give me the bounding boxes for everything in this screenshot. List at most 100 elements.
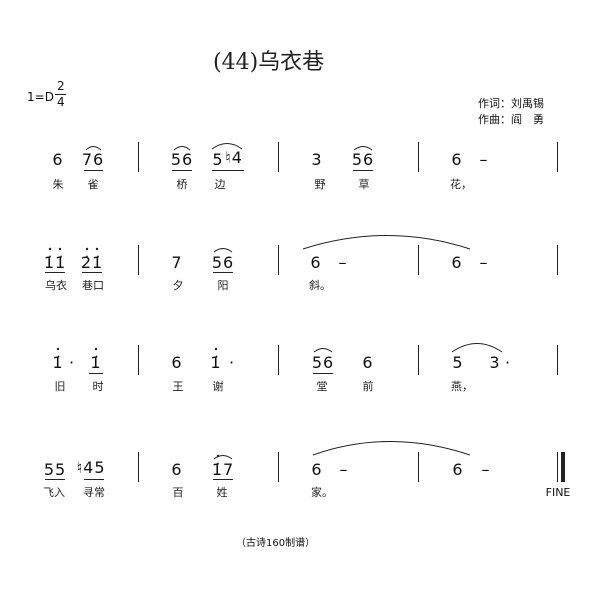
note: 1̇1̇ [43, 253, 67, 272]
slur [173, 146, 191, 151]
barline [418, 345, 419, 375]
lyric: 阳 [217, 279, 229, 292]
note: 1̇7 [211, 460, 235, 479]
high-octave-dot [95, 247, 99, 251]
augmentation-dot: · [228, 353, 236, 372]
barline [557, 245, 558, 275]
tie [312, 441, 471, 456]
note: 6 [52, 150, 64, 169]
composer-credit: 作曲：阎 勇 [478, 113, 544, 126]
underline [45, 272, 65, 273]
lyric: 前 [362, 380, 374, 393]
barline [138, 142, 139, 172]
note: ♮4 [225, 148, 243, 167]
dash: – [481, 460, 491, 479]
note: ♮45 [76, 458, 106, 477]
tie [302, 235, 471, 250]
lyric: 家。 [311, 486, 333, 499]
lyric: 飞入 [43, 486, 65, 499]
note: 76 [81, 150, 105, 169]
dash: – [339, 460, 349, 479]
lyric: 朱 [52, 178, 64, 191]
slur [451, 343, 503, 353]
slur [211, 143, 243, 150]
note: 3 [311, 150, 323, 169]
note: 1̇ [210, 353, 222, 372]
augmentation-dot: · [504, 353, 512, 372]
note: 7 [171, 253, 183, 272]
barline [138, 452, 139, 482]
lyric: 草 [358, 178, 370, 191]
note: 2̇1̇ [80, 253, 104, 272]
note: 56 [311, 353, 335, 372]
time-signature-top: 2 [57, 79, 65, 93]
final-barline-thin [557, 452, 558, 482]
barline [557, 345, 558, 375]
barline [138, 345, 139, 375]
final-barline-thick [561, 452, 565, 482]
time-signature-line [55, 94, 66, 95]
note: 3 [489, 353, 501, 372]
lyric: 旧 [54, 380, 66, 393]
note: 6 [171, 353, 183, 372]
underline [213, 272, 233, 273]
lyric: 巷口 [82, 279, 104, 292]
high-octave-dot [48, 247, 52, 251]
note: 56 [170, 150, 194, 169]
slur [313, 348, 333, 353]
lyric: 谢 [212, 380, 224, 393]
fine-mark: FINE [545, 486, 571, 499]
note: 1̇ [52, 353, 64, 372]
barline [278, 345, 279, 375]
score-title: (44)乌衣巷 [213, 50, 325, 75]
note: 6 [310, 253, 322, 272]
lyric: 花， [450, 178, 472, 191]
time-signature-bottom: 4 [57, 95, 65, 109]
high-octave-dot [58, 247, 62, 251]
augmentation-dot: · [68, 353, 76, 372]
lyric: 寻常 [83, 486, 105, 499]
note: 5 [452, 353, 464, 372]
lyric: 斜。 [309, 279, 331, 292]
slur [213, 455, 233, 460]
barline [557, 142, 558, 172]
underline [84, 479, 104, 480]
key-signature: 1=D [27, 90, 54, 104]
underline [213, 479, 233, 480]
barline [418, 142, 419, 172]
underline [89, 373, 103, 374]
dash: – [479, 253, 489, 272]
lyric: 雀 [87, 178, 99, 191]
underline [212, 170, 244, 171]
note: 6 [362, 353, 374, 372]
high-octave-dot [85, 247, 89, 251]
footer-note: （古诗160制谱） [236, 538, 316, 549]
barline [278, 142, 279, 172]
lyric: 燕， [451, 380, 473, 393]
lyric: 姓 [216, 486, 228, 499]
note: 6 [451, 150, 463, 169]
lyric: 边 [214, 178, 226, 191]
note: 6 [452, 460, 464, 479]
underline [84, 170, 103, 171]
barline [138, 245, 139, 275]
underline [82, 272, 102, 273]
note: 6 [171, 460, 183, 479]
barline [278, 452, 279, 482]
lyricist-credit: 作词：刘禹锡 [478, 97, 544, 110]
note: 55 [43, 460, 67, 479]
lyric: 乌衣 [45, 279, 67, 292]
note: 56 [211, 253, 235, 272]
lyric: 野 [314, 178, 326, 191]
note: 6 [311, 460, 323, 479]
barline [278, 245, 279, 275]
dash: – [338, 253, 348, 272]
high-octave-dot [94, 347, 98, 351]
barline [418, 245, 419, 275]
underline [45, 479, 65, 480]
high-octave-dot [56, 347, 60, 351]
slur [353, 146, 373, 151]
underline [313, 373, 333, 374]
dash: – [479, 150, 489, 169]
